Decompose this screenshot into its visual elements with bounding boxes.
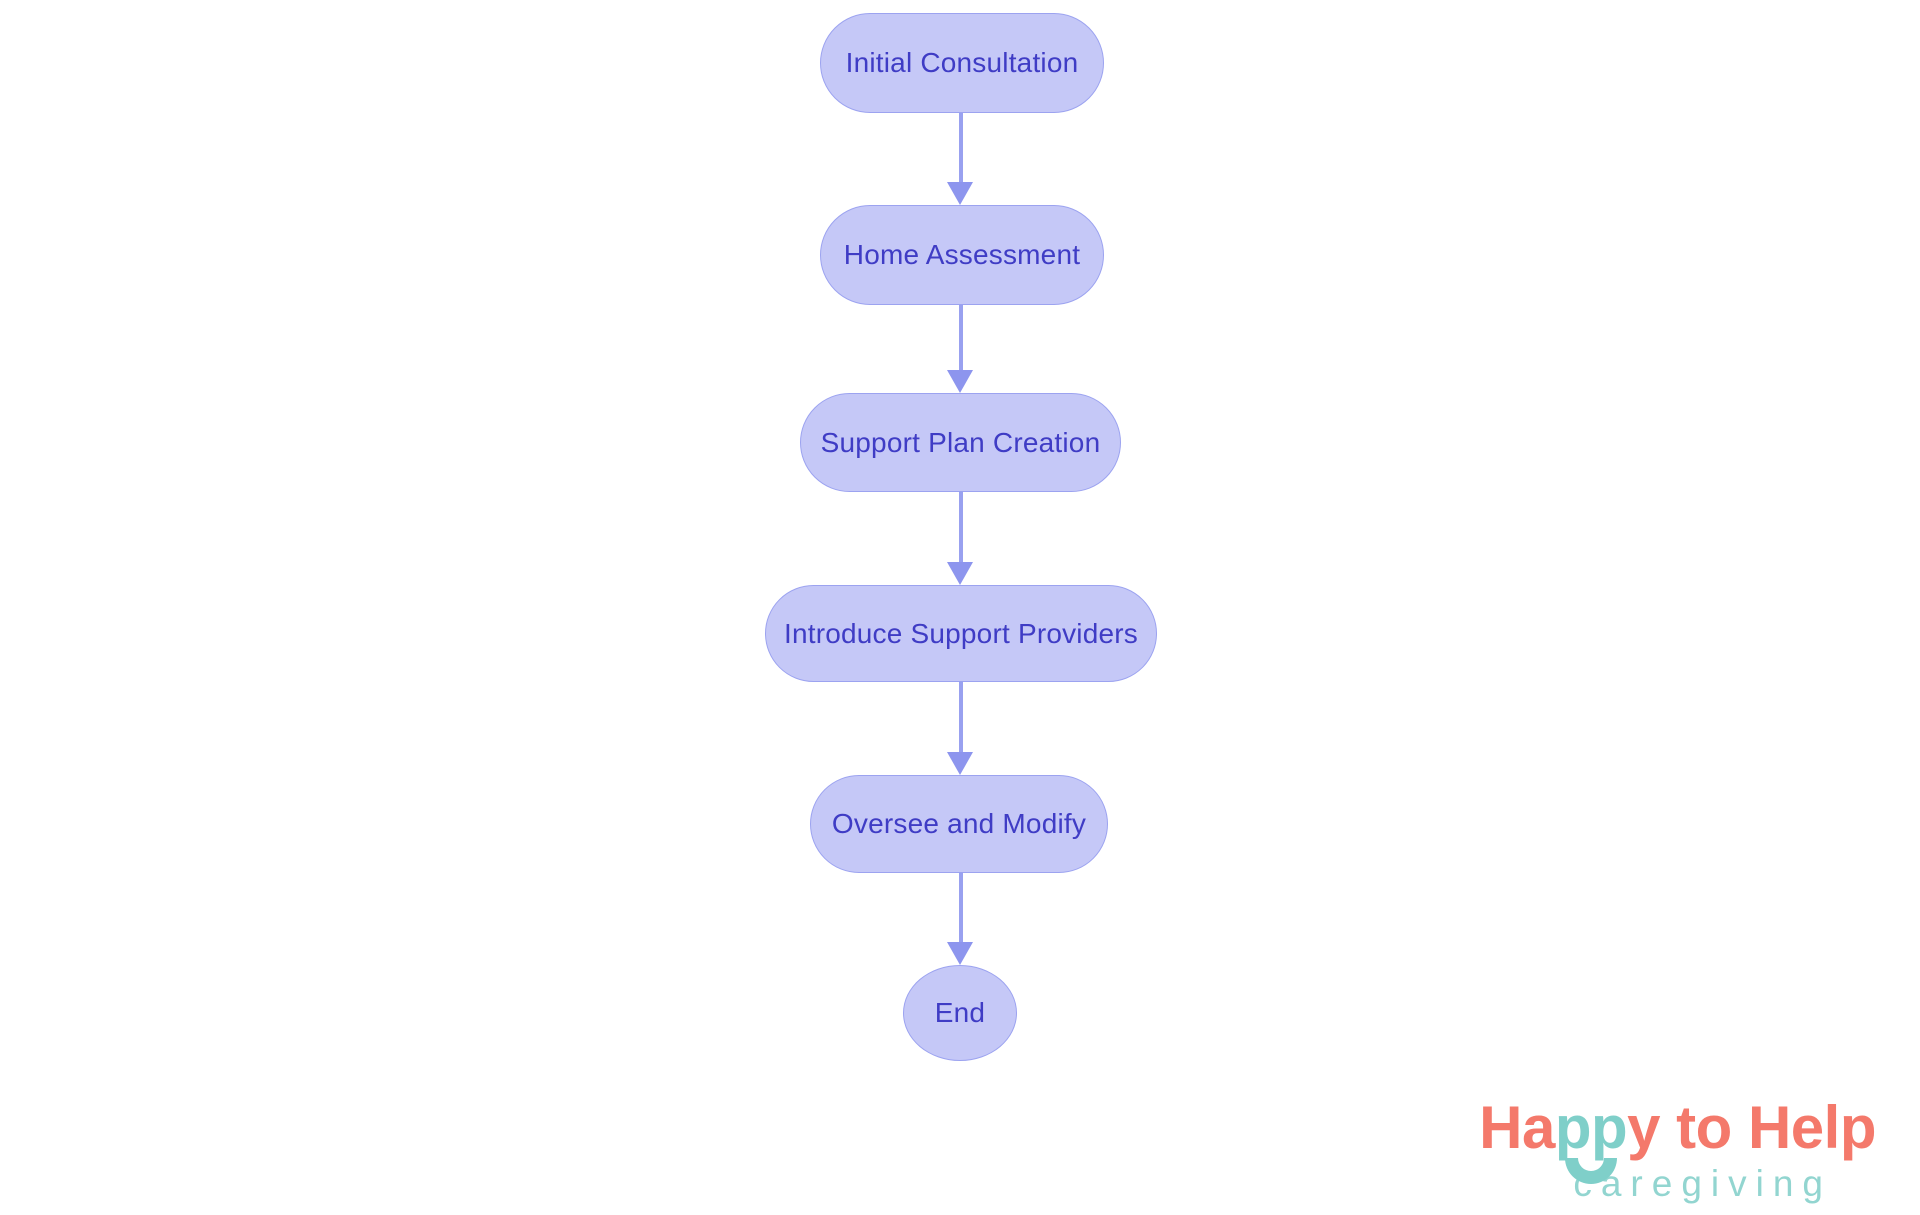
flow-node-support-plan-creation: Support Plan Creation xyxy=(800,393,1121,492)
flow-node-oversee-and-modify: Oversee and Modify xyxy=(810,775,1108,873)
arrow-line xyxy=(959,681,963,757)
arrow-head-icon xyxy=(947,752,973,775)
flow-node-label: Home Assessment xyxy=(843,239,1081,270)
logo-text-coral-1: Ha xyxy=(1479,1093,1555,1161)
arrow-line xyxy=(959,872,963,947)
arrow-head-icon xyxy=(947,370,973,393)
flow-node-introduce-support-providers: Introduce Support Providers xyxy=(765,585,1157,682)
flow-node-label: Support Plan Creation xyxy=(820,426,1101,458)
arrow-head-icon xyxy=(947,182,973,205)
flow-node-home-assessment: Home Assessment xyxy=(820,205,1104,305)
flow-arrow-3 xyxy=(947,491,974,585)
logo-text-teal-pp: pp xyxy=(1554,1093,1628,1184)
arrow-head-icon xyxy=(947,942,973,965)
arrow-head-icon xyxy=(947,562,973,585)
flow-arrow-2 xyxy=(947,305,974,393)
flow-node-label: End xyxy=(934,997,986,1028)
flow-node-initial-consultation: Initial Consultation xyxy=(820,13,1104,113)
arrow-line xyxy=(959,491,963,567)
flow-arrow-4 xyxy=(947,681,974,775)
arrow-line xyxy=(959,305,963,375)
flow-node-end: End xyxy=(903,965,1017,1061)
logo-text-coral-2: y to Help xyxy=(1627,1093,1876,1161)
flow-node-label: Introduce Support Providers xyxy=(783,617,1139,649)
arrow-line xyxy=(959,113,963,187)
flow-arrow-5 xyxy=(947,872,974,965)
logo-subtitle: caregiving xyxy=(1573,1163,1832,1204)
flow-arrow-1 xyxy=(947,113,974,205)
flow-node-label: Initial Consultation xyxy=(845,47,1079,78)
logo-pp-letters: pp xyxy=(1554,1093,1628,1161)
flow-node-label: Oversee and Modify xyxy=(831,808,1087,839)
